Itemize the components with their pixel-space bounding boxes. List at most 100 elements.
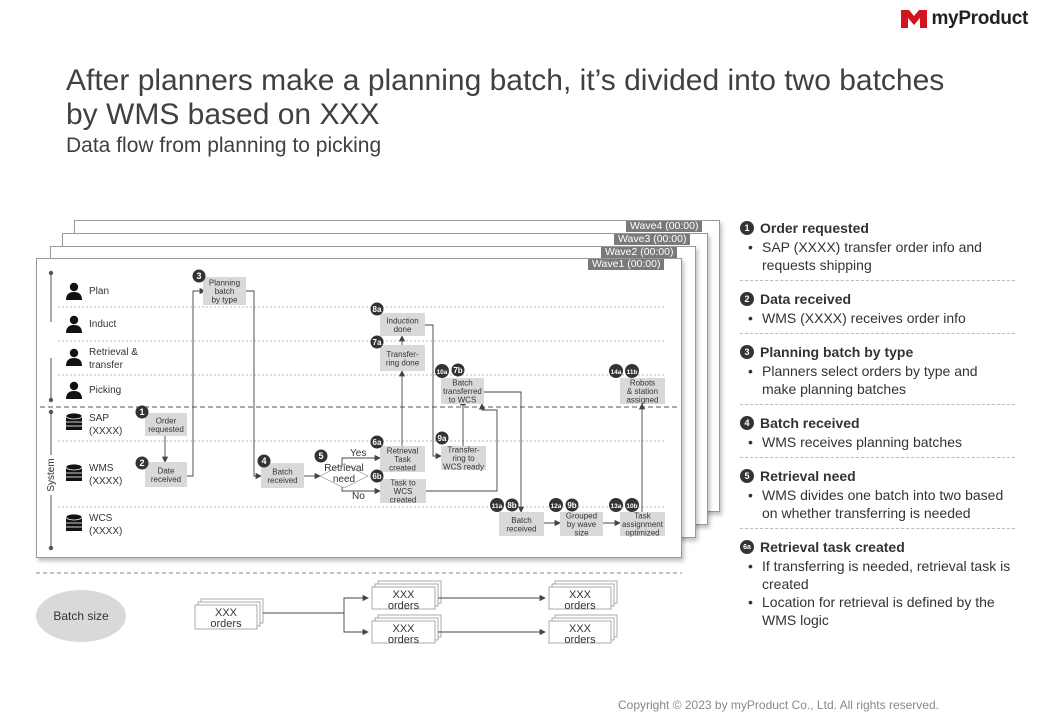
- wcs-database-icon: [65, 513, 83, 531]
- lane-label-retrieval-2: transfer: [89, 360, 124, 371]
- step-badge-s9b: [565, 498, 579, 512]
- step-badge-s3-label: 3: [196, 271, 201, 281]
- step-text: Task: [394, 455, 411, 464]
- step-badge-s8a: [370, 302, 384, 316]
- bracket-dot: [48, 270, 54, 276]
- step-text: ring to: [452, 454, 475, 463]
- step-text: Transfer-: [386, 350, 418, 359]
- legend-title: Batch received: [760, 415, 860, 431]
- step-badge-s4-label: 4: [261, 456, 266, 466]
- lane-label-wms: WMS: [89, 463, 114, 474]
- step-text: optimized: [625, 529, 659, 538]
- step-text: Planning: [209, 279, 240, 288]
- arrow-3-to-4: [246, 290, 262, 480]
- page-subtitle: Data flow from planning to picking: [66, 134, 382, 157]
- step-badge-s7a: [370, 335, 384, 349]
- arrow-6b-to-7b: [426, 403, 498, 492]
- legend-title: Retrieval need: [760, 468, 856, 484]
- batch-arrow-split-2: [343, 613, 369, 636]
- lane-label-plan: Plan: [89, 286, 109, 297]
- wave1-tab: Wave1 (00:00): [588, 259, 665, 270]
- legend-title: Planning batch by type: [760, 344, 914, 360]
- branch-label-no: No: [352, 491, 365, 502]
- lane-label-sap-2: (XXXX): [89, 426, 122, 437]
- step-text: Batch: [511, 516, 531, 525]
- batch-box-text: XXX: [569, 589, 592, 601]
- step-text: assignment: [622, 520, 664, 529]
- step-text: ring done: [386, 358, 420, 367]
- branch-label-yes: Yes: [350, 448, 366, 459]
- wave3-tab: Wave3 (00:00): [614, 234, 691, 245]
- step-text: done: [394, 325, 412, 334]
- step-text: & station: [627, 387, 658, 396]
- batch-box-text: XXX: [569, 623, 592, 635]
- step-badge2-s9b-label: 12a: [551, 503, 562, 510]
- step-badge-s7b-label: 7b: [453, 366, 462, 375]
- step-text: assigned: [626, 396, 658, 405]
- induct-person-icon: [66, 315, 82, 333]
- step-badge-s10b-label: 10b: [626, 503, 637, 510]
- group-label-manual: Manual: [46, 324, 57, 357]
- step-text: size: [574, 529, 589, 538]
- step-badge-s9a: [435, 431, 449, 445]
- legend-title: Data received: [760, 291, 852, 307]
- page-title: After planners make a planning batch, it…: [66, 64, 945, 131]
- batch-size-ellipse: [36, 590, 126, 642]
- step-badge2-s9b: [549, 498, 563, 512]
- step-box: [203, 277, 246, 305]
- step-box: [145, 413, 187, 436]
- step-badge-s2-label: 2: [139, 458, 144, 468]
- step-box: [261, 463, 304, 488]
- legend-bullet: Location for retrieval is defined by the…: [740, 593, 1015, 629]
- arrow-7b-to-8b: [484, 391, 525, 513]
- logo-text: myProduct: [931, 8, 1028, 29]
- step-badge-s8b-label: 8b: [507, 501, 516, 510]
- step-badge-s10b: [625, 498, 639, 512]
- step-text: by type: [212, 296, 238, 305]
- step-text: batch: [215, 287, 235, 296]
- step-badge-s5-label: 5: [318, 451, 323, 461]
- plan-person-icon: [66, 282, 82, 300]
- batch-box-text: XXX: [392, 589, 415, 601]
- step-badge-s1-label: 1: [139, 407, 144, 417]
- step-text: Batch: [452, 379, 472, 388]
- step-text: Retrieval: [387, 447, 419, 456]
- step-text: Robots: [630, 379, 655, 388]
- lane-label-induct: Induct: [89, 319, 116, 330]
- step-badge-s8b: [505, 498, 519, 512]
- legend-bullet: WMS receives planning batches: [740, 433, 1015, 451]
- step-text: requested: [148, 425, 184, 434]
- step-badge-s6a-label: 6a: [373, 438, 382, 447]
- step-text: received: [267, 476, 297, 485]
- step-badge-s7a-label: 7a: [373, 338, 382, 347]
- step-text: Date: [158, 466, 175, 475]
- lane-label-wcs-2: (XXXX): [89, 526, 122, 537]
- group-label-system: System: [46, 458, 57, 491]
- step-box: [145, 462, 187, 487]
- legend-badge: 1: [740, 221, 754, 235]
- step-badge-s8a-label: 8a: [373, 305, 382, 314]
- batch-box-text: orders: [388, 634, 420, 646]
- sap-database-icon: [65, 412, 83, 430]
- step-badge-s9b-label: 9b: [567, 501, 576, 510]
- batch-size-diagram: Batch size XXXordersXXXordersXXXordersXX…: [36, 572, 682, 646]
- step-text: received: [151, 475, 181, 484]
